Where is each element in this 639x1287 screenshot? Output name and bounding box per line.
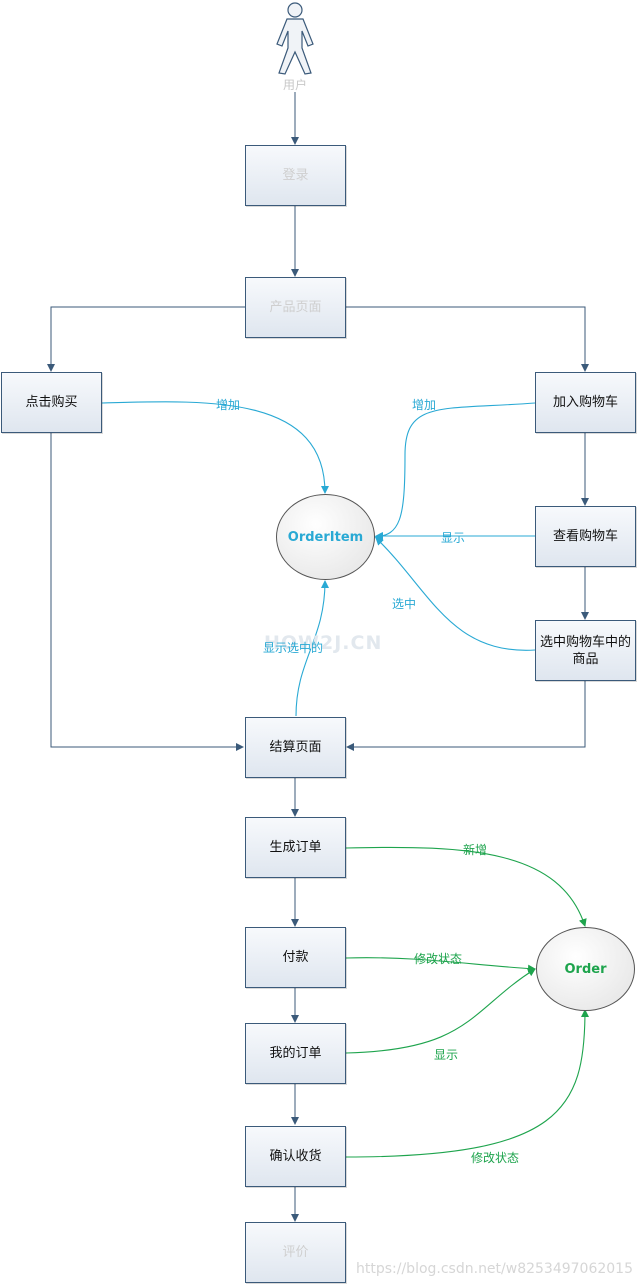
node-confirm-receipt[interactable]: 确认收货 xyxy=(245,1126,346,1187)
label-myorders-show: 显示 xyxy=(434,1048,459,1062)
node-payment[interactable]: 付款 xyxy=(245,927,346,988)
label-buy-add: 增加 xyxy=(216,398,241,412)
label-view-show: 显示 xyxy=(441,531,466,545)
label-pay-change-status: 修改状态 xyxy=(414,952,463,966)
edge-cart-orderitem xyxy=(374,402,536,541)
entity-order-item[interactable]: OrderItem xyxy=(276,494,375,580)
label-order-new: 新增 xyxy=(463,843,488,857)
label-cart-add: 增加 xyxy=(412,398,437,412)
node-select-cart-items[interactable]: 选中购物车中的商品 xyxy=(535,620,636,681)
edge-select-orderitem xyxy=(375,537,536,651)
entity-order[interactable]: Order xyxy=(536,927,635,1011)
node-checkout-page[interactable]: 结算页面 xyxy=(245,717,346,778)
edge-select-checkout xyxy=(346,681,586,751)
label-checkout-show-selected: 显示选中的 xyxy=(263,641,324,655)
actor-label: 用户 xyxy=(283,78,308,92)
edge-create-order xyxy=(345,846,587,927)
node-review[interactable]: 评价 xyxy=(245,1222,346,1283)
user-actor-icon xyxy=(276,2,314,75)
watermark-url: https://blog.csdn.net/w8253497062015 xyxy=(356,1261,633,1277)
edge-product-cart xyxy=(346,306,589,372)
label-confirm-change-status: 修改状态 xyxy=(471,1151,520,1165)
label-select-choose: 选中 xyxy=(392,597,417,611)
edge-myorders-order xyxy=(345,968,536,1054)
node-create-order[interactable]: 生成订单 xyxy=(245,817,346,878)
node-view-cart[interactable]: 查看购物车 xyxy=(535,506,636,567)
edge-product-buy xyxy=(47,306,245,372)
edge-buy-orderitem xyxy=(101,401,329,494)
node-login[interactable]: 登录 xyxy=(245,145,346,206)
edge-confirm-order xyxy=(345,1009,589,1158)
node-buy-now[interactable]: 点击购买 xyxy=(1,372,102,433)
node-add-to-cart[interactable]: 加入购物车 xyxy=(535,372,636,433)
edge-buy-checkout xyxy=(50,433,244,751)
watermark-logo: HOW2J.CN xyxy=(264,632,383,654)
edge-pay-order xyxy=(345,957,536,973)
node-my-orders[interactable]: 我的订单 xyxy=(245,1023,346,1084)
edge-checkout-orderitem xyxy=(295,580,329,717)
node-product-page[interactable]: 产品页面 xyxy=(245,277,346,338)
